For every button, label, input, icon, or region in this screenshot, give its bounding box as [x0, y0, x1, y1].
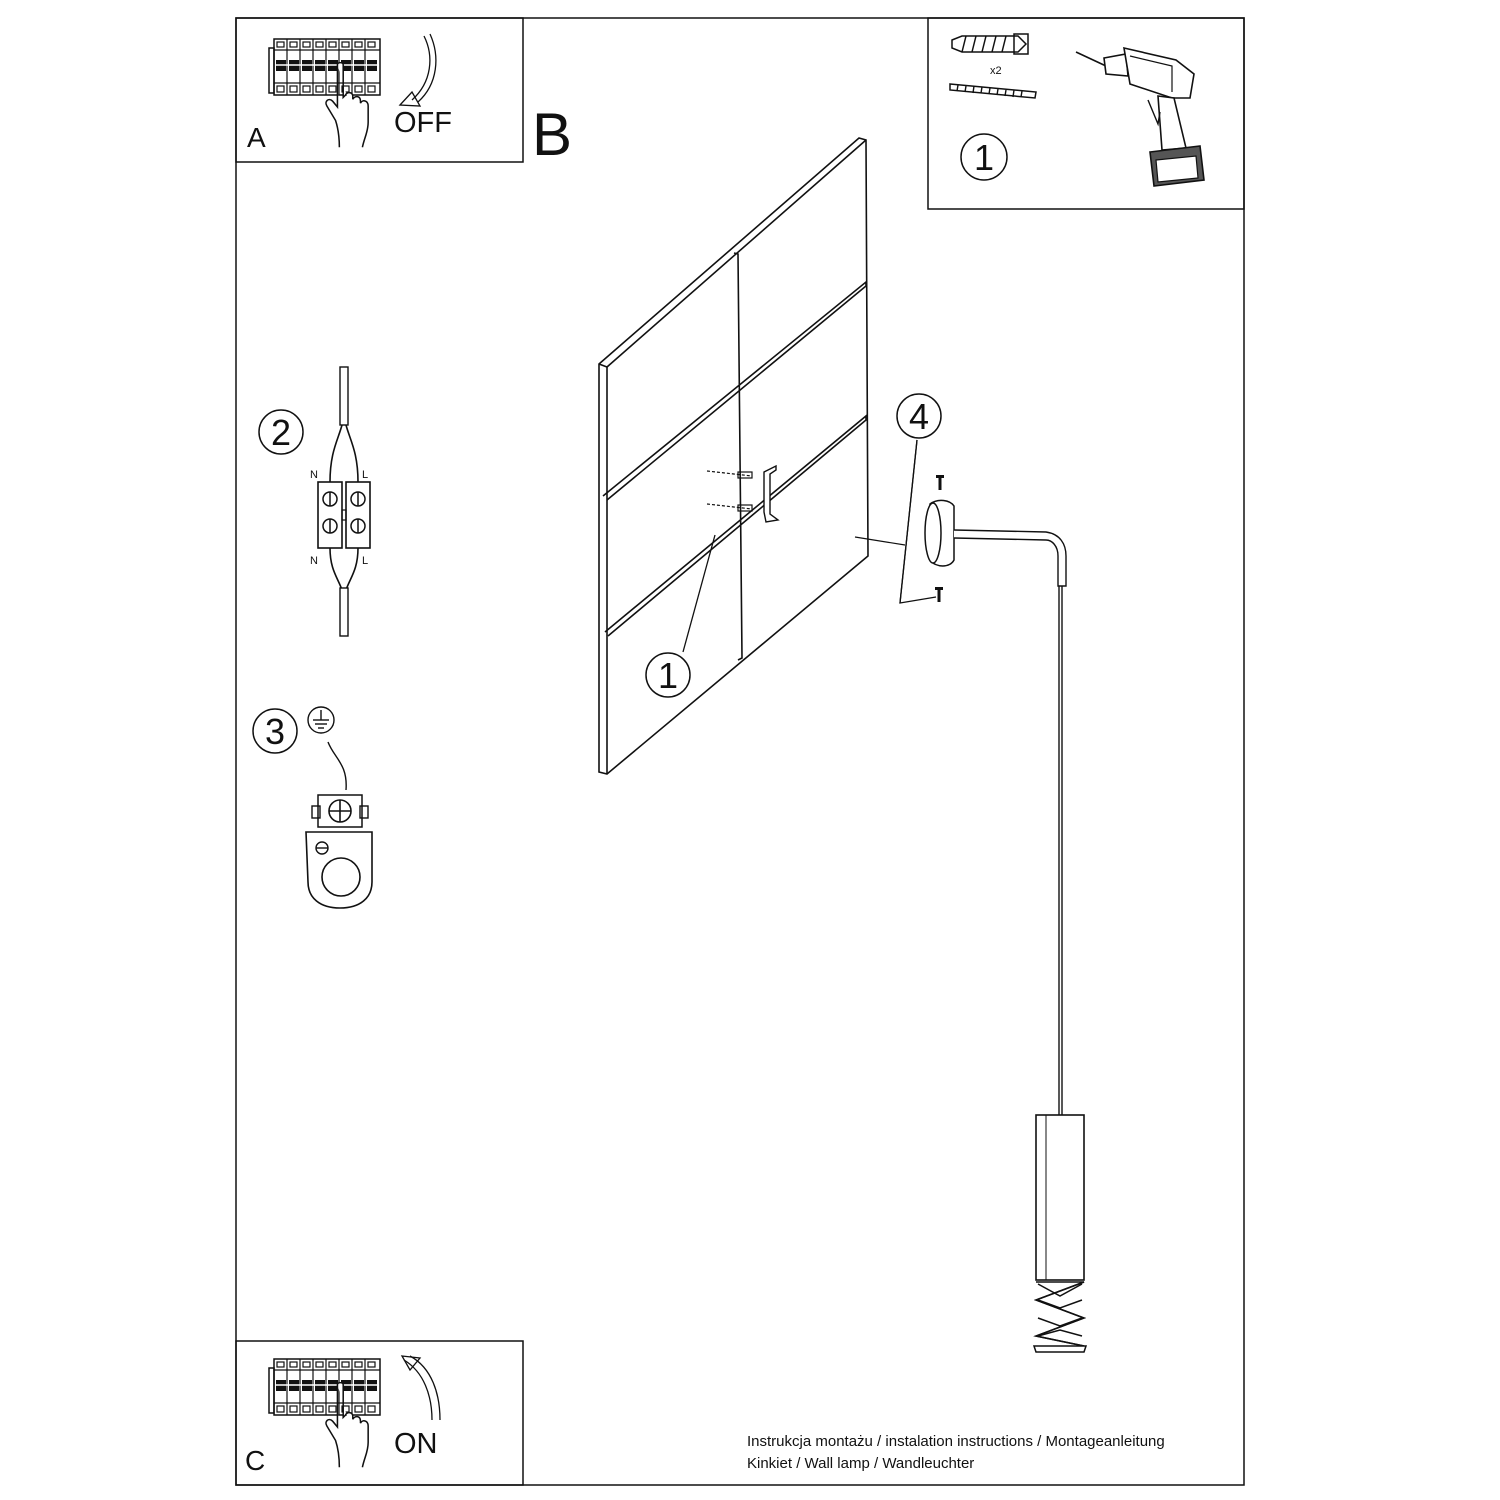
wall-step-marker [645, 652, 691, 698]
tools-step-marker [960, 133, 1008, 181]
hand-icon [325, 1382, 369, 1469]
mount-step-marker [896, 393, 942, 439]
panel-a-letter: A [247, 122, 266, 153]
ground-diagram: 3 [252, 706, 373, 909]
ground-step-marker [252, 708, 298, 754]
hand-icon [325, 62, 369, 149]
panel-c-letter: C [245, 1445, 265, 1476]
wiring-step-marker [258, 409, 304, 455]
ground-step-number: 3 [265, 711, 285, 752]
tools-quantity: x2 [990, 65, 1002, 77]
breaker-panel-icon [268, 38, 381, 96]
terminal-block-icon [317, 481, 371, 549]
wiring-step-number: 2 [271, 412, 291, 453]
tools-panel-box [927, 17, 1245, 210]
mount-step-number: 4 [909, 396, 929, 437]
panel-c-box [235, 1340, 524, 1486]
screw-icon [949, 83, 1037, 99]
tools-panel: x2 1 [927, 17, 1245, 210]
breaker-panel-icon [268, 1358, 381, 1416]
switch-arrow-icon [400, 1355, 441, 1421]
screw-icon [935, 587, 943, 602]
tools-step-number: 1 [974, 137, 994, 178]
footer-line-1: Instrukcja montażu / instalation instruc… [747, 1433, 1165, 1450]
mount-assembly: 4 [854, 393, 1088, 1353]
panel-a-box [235, 17, 524, 163]
screw-icon [936, 475, 944, 490]
wall-lamp-icon [924, 499, 1088, 1353]
wiring-live-bottom: L [362, 555, 368, 567]
ground-symbol-icon [307, 706, 335, 734]
wall-step-number: 1 [658, 655, 678, 696]
panel-a-state: OFF [394, 107, 452, 139]
panel-a: OFF A [235, 17, 524, 163]
wall-panel: 1 [598, 137, 869, 775]
wiring-neutral-bottom: N [310, 555, 318, 567]
mounting-bracket-icon [706, 464, 780, 523]
wiring-neutral-top: N [310, 469, 318, 481]
panel-c: ON C [235, 1340, 524, 1486]
wiring-live-top: L [362, 469, 368, 481]
switch-arrow-icon [398, 33, 437, 107]
panel-c-state: ON [394, 1428, 438, 1460]
drill-icon [1075, 46, 1205, 187]
wiring-diagram: 2 N L N L [258, 366, 371, 637]
ground-terminal-icon [305, 794, 373, 909]
panel-b-letter: B [532, 101, 572, 168]
wall-plug-icon [951, 33, 1029, 55]
footer-line-2: Kinkiet / Wall lamp / Wandleuchter [747, 1455, 974, 1472]
sheet-border [235, 17, 1245, 1486]
